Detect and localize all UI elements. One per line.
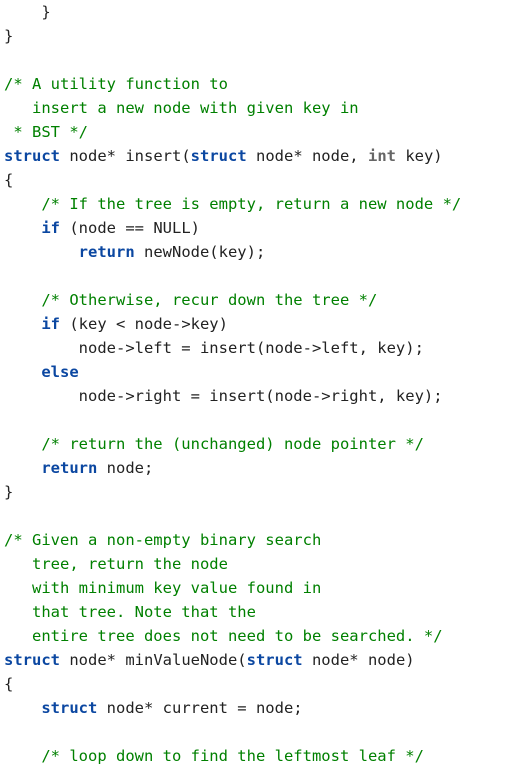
code-text: node* minValueNode( <box>60 651 247 669</box>
code-line: } <box>4 0 461 24</box>
code-line: struct node* insert(struct node* node, i… <box>4 144 461 168</box>
code-text <box>4 747 41 765</box>
code-line: /* return the (unchanged) node pointer *… <box>4 432 461 456</box>
code-comment: with minimum key value found in <box>4 579 322 597</box>
code-keyword: else <box>41 363 79 381</box>
code-type: int <box>367 147 396 165</box>
code-text: } <box>4 3 51 21</box>
code-comment: insert a new node with given key in <box>4 99 359 117</box>
code-line <box>4 408 461 432</box>
code-text: node->right = insert(node->right, key); <box>4 387 443 405</box>
code-line: /* loop down to find the leftmost leaf *… <box>4 744 461 768</box>
code-keyword: return <box>41 459 98 477</box>
code-comment: /* A utility function to <box>4 75 228 93</box>
code-line: { <box>4 672 461 696</box>
code-line: } <box>4 480 461 504</box>
code-text: node* node) <box>302 651 415 669</box>
code-text <box>4 291 41 309</box>
code-keyword: struct <box>190 147 247 165</box>
code-line: /* Otherwise, recur down the tree */ <box>4 288 461 312</box>
code-text <box>4 435 41 453</box>
code-keyword: struct <box>4 147 60 165</box>
code-text <box>4 459 41 477</box>
code-line: node->right = insert(node->right, key); <box>4 384 461 408</box>
code-line: * BST */ <box>4 120 461 144</box>
code-text <box>4 363 41 381</box>
code-text <box>4 219 41 237</box>
code-comment: that tree. Note that the <box>4 603 256 621</box>
code-comment: /* return the (unchanged) node pointer *… <box>41 435 424 453</box>
code-line: return newNode(key); <box>4 240 461 264</box>
code-text: key) <box>395 147 443 165</box>
code-block: }} /* A utility function to insert a new … <box>4 0 461 768</box>
code-line <box>4 264 461 288</box>
code-text: newNode(key); <box>134 243 266 261</box>
code-line: tree, return the node <box>4 552 461 576</box>
code-keyword: if <box>41 219 60 237</box>
code-keyword: struct <box>4 651 60 669</box>
code-line: { <box>4 168 461 192</box>
code-line: with minimum key value found in <box>4 576 461 600</box>
code-comment: /* Given a non-empty binary search <box>4 531 322 549</box>
code-line: struct node* current = node; <box>4 696 461 720</box>
code-comment: tree, return the node <box>4 555 228 573</box>
code-line: insert a new node with given key in <box>4 96 461 120</box>
code-text: node* node, <box>246 147 368 165</box>
code-line <box>4 720 461 744</box>
code-keyword: struct <box>246 651 303 669</box>
code-text: node->left = insert(node->left, key); <box>4 339 424 357</box>
code-text <box>4 195 41 213</box>
code-line <box>4 504 461 528</box>
code-comment: /* If the tree is empty, return a new no… <box>41 195 462 213</box>
code-line: /* If the tree is empty, return a new no… <box>4 192 461 216</box>
code-comment: * BST */ <box>4 123 88 141</box>
code-text <box>4 699 41 717</box>
code-line: /* A utility function to <box>4 72 461 96</box>
code-line: that tree. Note that the <box>4 600 461 624</box>
code-line: else <box>4 360 461 384</box>
code-text: node; <box>97 459 154 477</box>
code-comment: /* loop down to find the leftmost leaf *… <box>41 747 424 765</box>
code-text: node* insert( <box>60 147 191 165</box>
code-line: return node; <box>4 456 461 480</box>
code-text: } <box>4 483 14 501</box>
code-line: node->left = insert(node->left, key); <box>4 336 461 360</box>
code-text: node* current = node; <box>97 699 303 717</box>
code-line: /* Given a non-empty binary search <box>4 528 461 552</box>
code-text: (key < node->key) <box>60 315 228 333</box>
code-line: entire tree does not need to be searched… <box>4 624 461 648</box>
code-text <box>4 315 41 333</box>
code-keyword: if <box>41 315 60 333</box>
code-text: (node == NULL) <box>60 219 200 237</box>
code-text <box>4 243 79 261</box>
code-keyword: return <box>78 243 135 261</box>
code-keyword: struct <box>41 699 98 717</box>
code-line: } <box>4 24 461 48</box>
code-line: struct node* minValueNode(struct node* n… <box>4 648 461 672</box>
code-line: if (node == NULL) <box>4 216 461 240</box>
code-text: { <box>4 675 14 693</box>
code-line <box>4 48 461 72</box>
code-comment: /* Otherwise, recur down the tree */ <box>41 291 378 309</box>
code-comment: entire tree does not need to be searched… <box>4 627 443 645</box>
code-line: if (key < node->key) <box>4 312 461 336</box>
code-text: { <box>4 171 14 189</box>
code-text: } <box>4 27 14 45</box>
